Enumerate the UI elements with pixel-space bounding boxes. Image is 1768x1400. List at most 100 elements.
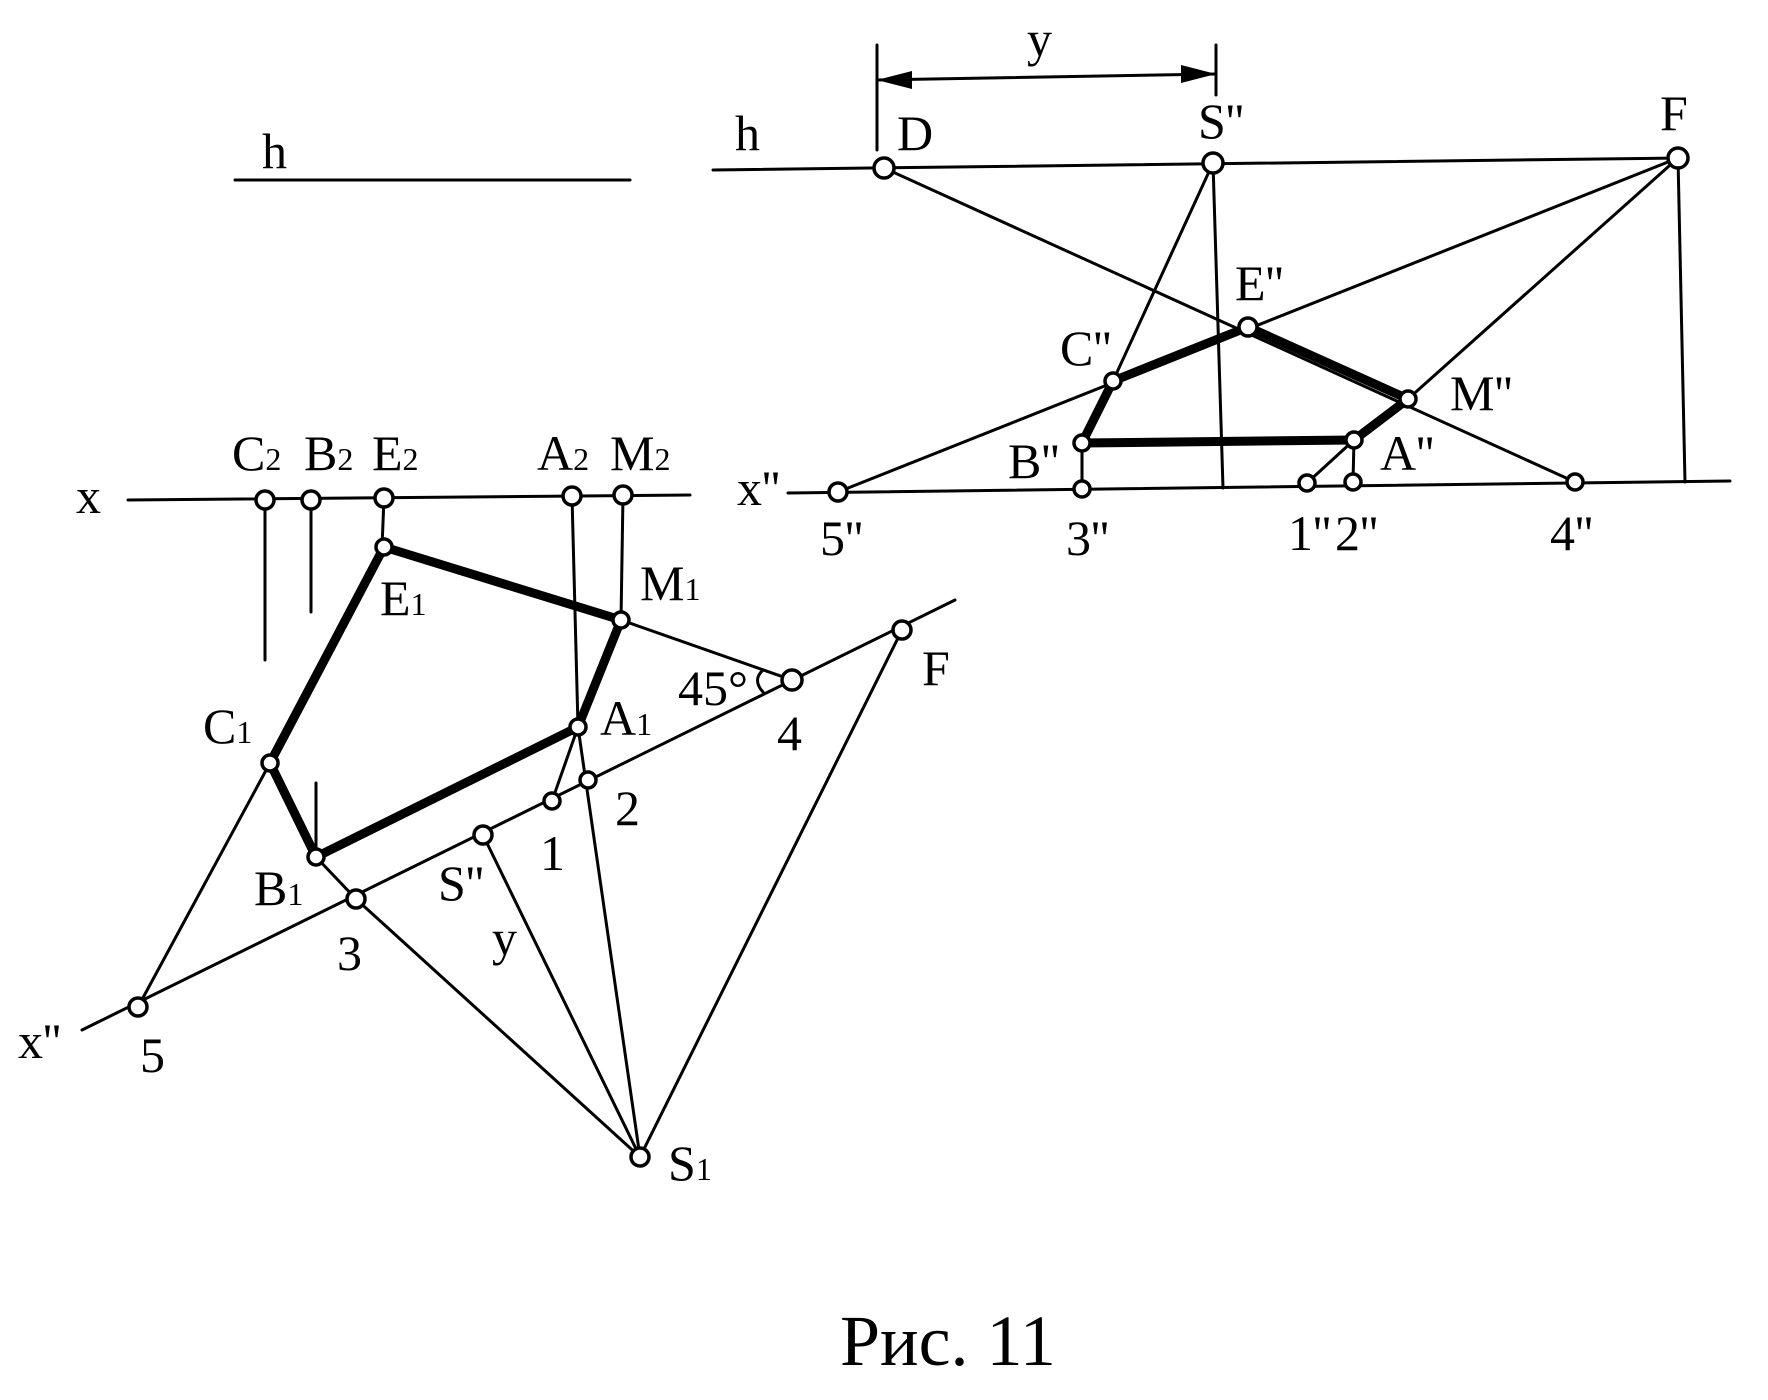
label-1: 1 bbox=[540, 825, 565, 881]
contour-a-b bbox=[1077, 435, 1359, 448]
label-e1: E1 bbox=[380, 570, 427, 626]
label-angle-45: 45° bbox=[678, 660, 748, 716]
label-2-dd: 2'' bbox=[1335, 505, 1378, 561]
point-2-dd bbox=[1343, 472, 1363, 492]
label-m1: M1 bbox=[640, 555, 700, 611]
point-e-dd bbox=[1237, 316, 1259, 338]
point-c1 bbox=[260, 753, 280, 773]
label-x2-left: x'' bbox=[18, 1013, 61, 1069]
h-line-right bbox=[711, 156, 1680, 172]
label-5: 5 bbox=[140, 1027, 165, 1083]
label-3: 3 bbox=[337, 925, 362, 981]
label-c1: C1 bbox=[203, 698, 252, 754]
point-f-right bbox=[1666, 146, 1690, 170]
contour-e-m bbox=[1243, 322, 1413, 404]
line-d-4 bbox=[882, 166, 1577, 484]
label-y-left: y bbox=[492, 910, 517, 966]
point-s-left bbox=[472, 824, 494, 846]
vert-f bbox=[1676, 156, 1687, 484]
point-c2 bbox=[254, 489, 276, 511]
point-5-dd bbox=[827, 481, 849, 503]
point-1-dd bbox=[1297, 473, 1317, 493]
label-c-dd: C'' bbox=[1060, 320, 1111, 376]
point-3-dd bbox=[1072, 479, 1092, 499]
label-a2: A2 bbox=[537, 425, 589, 481]
point-m-dd bbox=[1398, 389, 1418, 409]
line-s-c bbox=[1111, 161, 1215, 383]
contour-m-a bbox=[1349, 394, 1413, 445]
point-s1 bbox=[629, 1146, 651, 1168]
label-b2: B2 bbox=[304, 425, 353, 481]
label-b-dd: B'' bbox=[1008, 433, 1059, 489]
label-a-dd: A'' bbox=[1380, 425, 1434, 481]
figure-caption: Рис. 11 bbox=[840, 1301, 1056, 1381]
point-s-right bbox=[1201, 151, 1225, 175]
point-2 bbox=[578, 770, 598, 790]
contour-b1-c1 bbox=[265, 758, 321, 862]
label-d: D bbox=[897, 105, 933, 161]
label-h-left: h bbox=[262, 123, 287, 179]
contour-c-e bbox=[1108, 322, 1253, 386]
point-4 bbox=[780, 668, 804, 692]
point-1 bbox=[542, 791, 562, 811]
point-3 bbox=[345, 888, 367, 910]
contour-e1-m1 bbox=[379, 542, 626, 625]
label-x-dd-right: x'' bbox=[737, 460, 780, 516]
label-4: 4 bbox=[777, 705, 802, 761]
point-5 bbox=[127, 996, 149, 1018]
vert-s bbox=[1211, 161, 1225, 490]
point-e1 bbox=[374, 537, 394, 557]
line-a1-1 bbox=[550, 725, 580, 803]
label-x-left: x bbox=[76, 468, 101, 524]
label-h-right: h bbox=[735, 105, 760, 161]
angle-arc-45 bbox=[756, 668, 765, 694]
label-f-left: F bbox=[922, 640, 950, 696]
label-2: 2 bbox=[615, 780, 640, 836]
line-a1-s1 bbox=[576, 725, 642, 1159]
x-dd-axis-right bbox=[786, 479, 1732, 495]
label-1-dd: 1'' bbox=[1288, 505, 1331, 561]
point-d bbox=[872, 156, 896, 180]
point-e2 bbox=[373, 487, 395, 509]
label-4-dd: 4'' bbox=[1550, 505, 1593, 561]
label-m2: M2 bbox=[610, 425, 670, 481]
point-a2 bbox=[561, 485, 583, 507]
line-a-1 bbox=[1305, 438, 1356, 485]
label-e-dd: E'' bbox=[1235, 255, 1284, 311]
label-5-dd: 5'' bbox=[820, 510, 863, 566]
point-b2 bbox=[300, 489, 322, 511]
left-projection: h x x'' C2 B2 E2 A2 M2 E1 M1 C1 A1 B1 S1… bbox=[18, 123, 957, 1191]
line-s-s1 bbox=[481, 833, 642, 1159]
x2-axis-left bbox=[80, 598, 957, 1032]
contour-m1-a1 bbox=[573, 615, 626, 732]
label-e2: E2 bbox=[372, 425, 419, 481]
point-c-dd bbox=[1103, 371, 1123, 391]
line-3-s1 bbox=[354, 897, 642, 1159]
point-f-left bbox=[891, 619, 913, 641]
point-m2 bbox=[612, 484, 634, 506]
dim-arrow-right bbox=[1181, 65, 1216, 83]
label-s-dd-left: S'' bbox=[438, 855, 484, 911]
label-a1: A1 bbox=[600, 690, 652, 746]
label-m-dd: M'' bbox=[1450, 365, 1512, 421]
point-4-dd bbox=[1565, 472, 1585, 492]
contour-b-c bbox=[1077, 376, 1118, 448]
point-b-dd bbox=[1072, 433, 1092, 453]
point-a-dd bbox=[1344, 430, 1364, 450]
line-c1-5 bbox=[136, 761, 272, 1009]
right-projection: y h D S'' F E'' C'' M'' B'' A'' x'' 5'' … bbox=[711, 11, 1732, 566]
proj-line-a bbox=[570, 494, 580, 729]
label-f-right: F bbox=[1660, 85, 1688, 141]
point-a1 bbox=[568, 717, 588, 737]
dim-line-y bbox=[875, 72, 1218, 82]
label-y-right: y bbox=[1027, 11, 1052, 67]
label-s-dd-right: S'' bbox=[1198, 93, 1244, 149]
point-m1 bbox=[611, 610, 631, 630]
label-b1: B1 bbox=[254, 860, 303, 916]
label-c2: C2 bbox=[232, 425, 281, 481]
x-axis-left bbox=[126, 493, 692, 502]
contour-a1-b1 bbox=[311, 722, 583, 862]
contour-c1-e1 bbox=[265, 542, 389, 768]
line-f-m bbox=[1406, 156, 1680, 401]
